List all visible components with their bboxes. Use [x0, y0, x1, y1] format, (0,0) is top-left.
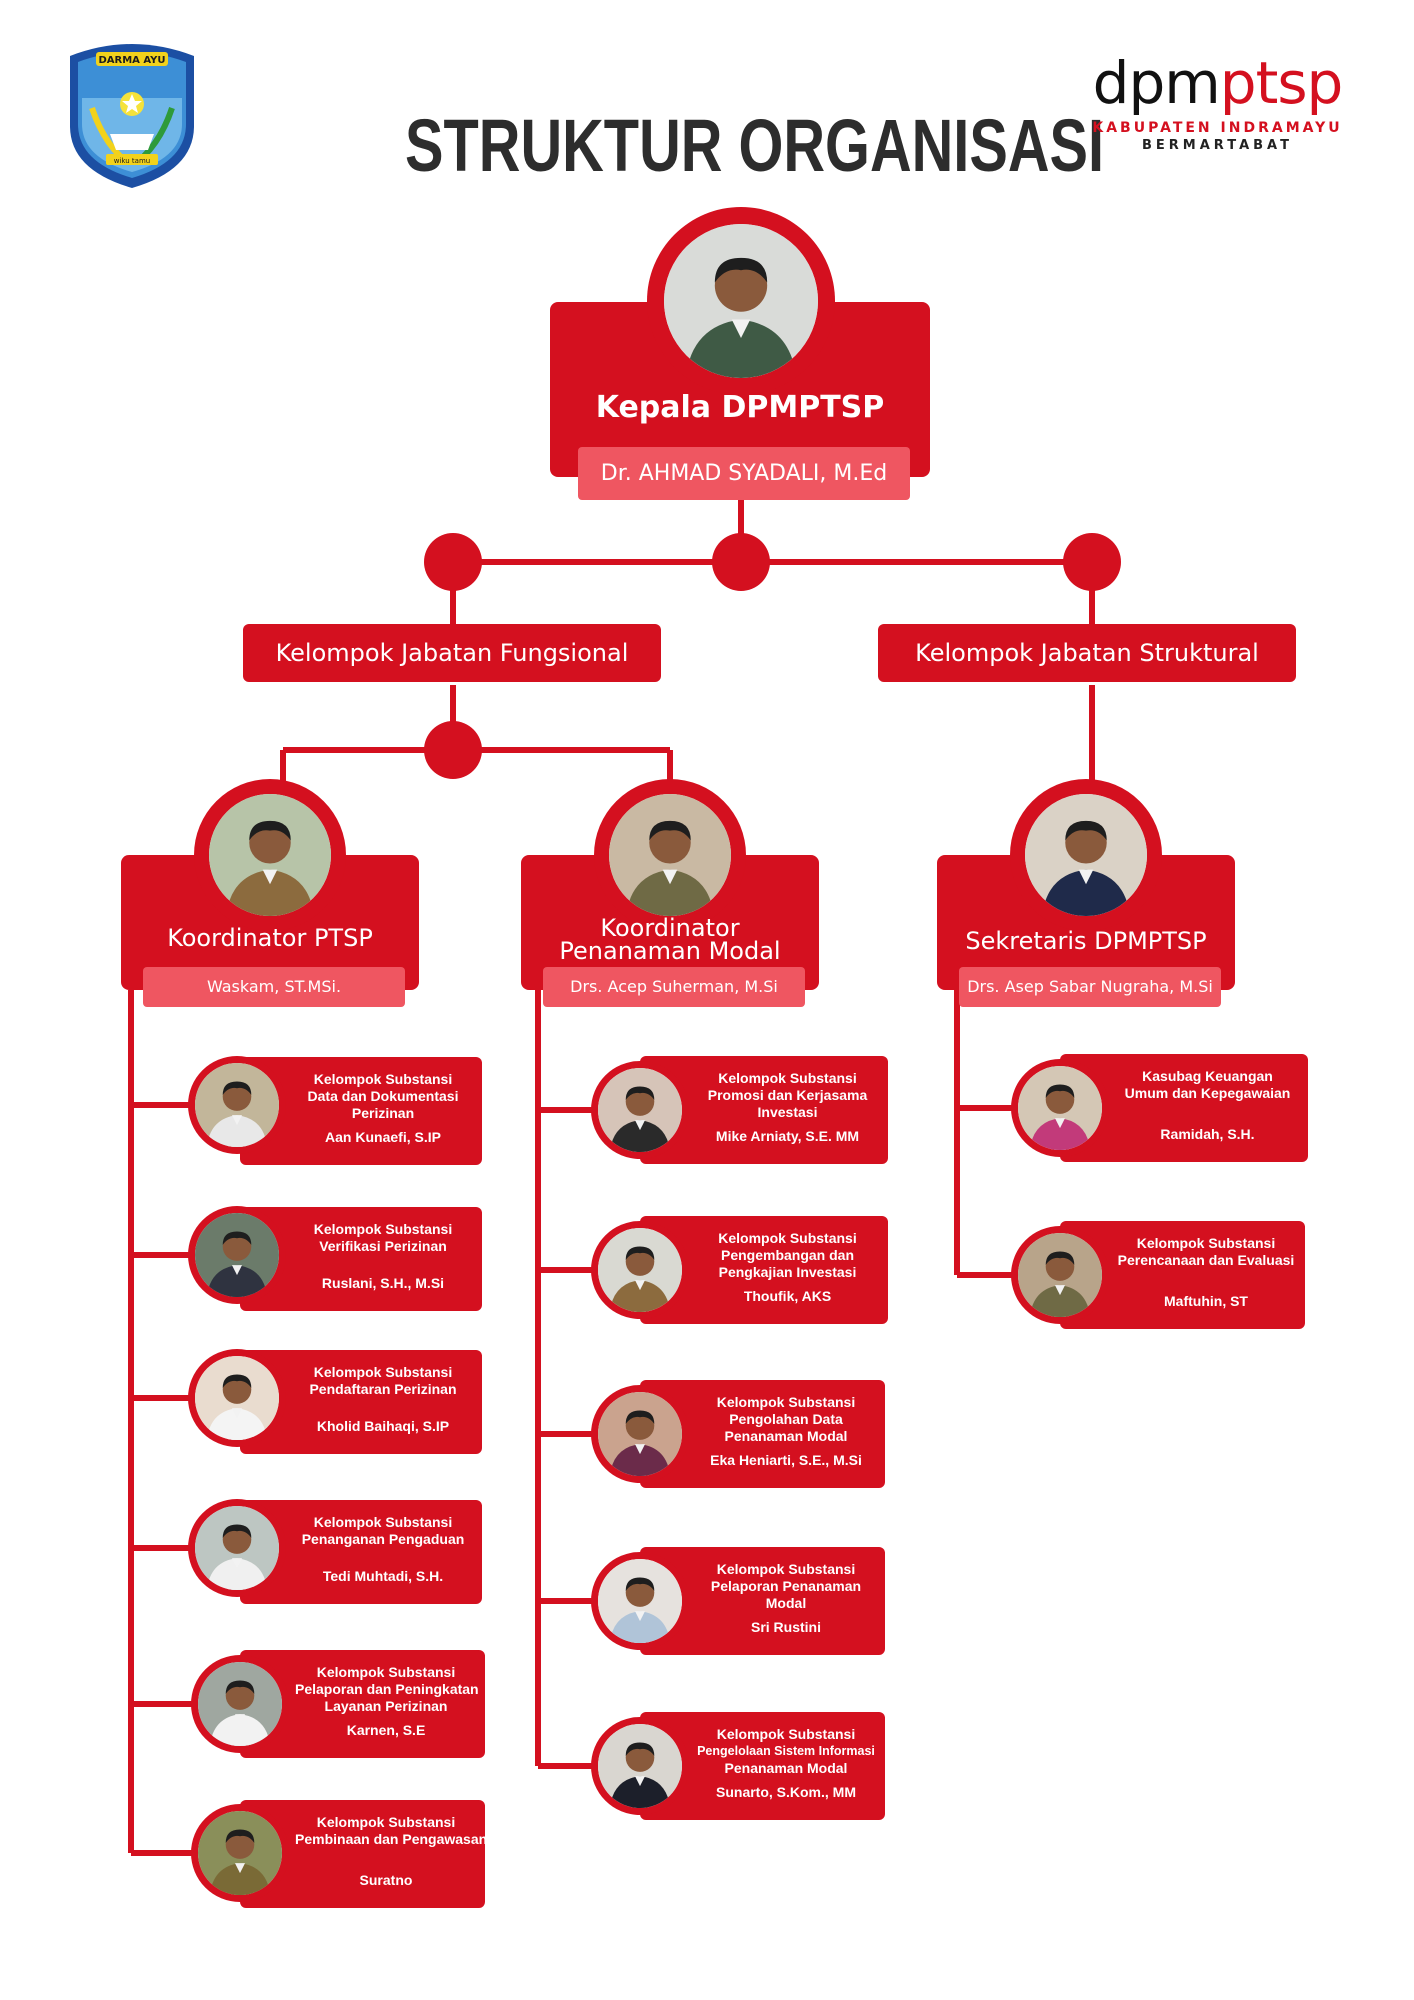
group-struktural: Kelompok Jabatan Struktural — [878, 624, 1296, 682]
coordinator-sekretaris-photo — [1025, 794, 1147, 916]
page-title: STRUKTUR ORGANISASI — [405, 104, 1105, 187]
sub-unit-title-line: Investasi — [757, 1104, 818, 1120]
sub-unit-title-line: Kelompok Substansi — [316, 1664, 456, 1680]
sub-unit-title-line: Kelompok Substansi — [718, 1230, 857, 1246]
sub-unit-title-line: Kelompok Substansi — [313, 1364, 453, 1380]
sub-unit-title-line: Pengembangan dan — [720, 1247, 855, 1263]
sub-unit-photo — [198, 1662, 282, 1746]
sub-unit-photo — [1018, 1233, 1102, 1317]
coordinator-ptsp-photo — [209, 794, 331, 916]
svg-text:DARMA AYU: DARMA AYU — [98, 55, 165, 66]
group-fungsional: Kelompok Jabatan Fungsional — [243, 624, 661, 682]
sub-unit-title-line: Penanaman Modal — [724, 1428, 848, 1444]
brand-suffix: ptsp — [1219, 49, 1344, 117]
sub-unit-person-name: Tedi Muhtadi, S.H. — [322, 1568, 444, 1584]
sub-unit-person-name: Maftuhin, ST — [1164, 1293, 1248, 1309]
sub-unit-person-name: Thoufik, AKS — [743, 1288, 832, 1304]
dpmptsp-brand-logo: dpmptsp KABUPATEN INDRAMAYU BERMARTABAT — [1085, 52, 1350, 153]
coordinator-sekretaris-role: Sekretaris DPMPTSP — [965, 927, 1207, 955]
head-photo — [664, 224, 818, 378]
sub-unit-photo — [598, 1392, 682, 1476]
head-name: Dr. AHMAD SYADALI, M.Ed — [578, 447, 910, 500]
sub-unit-photo — [598, 1724, 682, 1808]
sub-unit-title-line: Kelompok Substansi — [1136, 1235, 1276, 1251]
sub-unit-title-line: Kasubag Keuangan — [1142, 1068, 1273, 1084]
coordinator-ptsp-name: Waskam, ST.MSi. — [143, 967, 405, 1007]
sub-unit-title-line: Kelompok Substansi — [316, 1814, 456, 1830]
brand-prefix: dpm — [1092, 49, 1221, 117]
sub-unit-title-line: Pembinaan dan Pengawasan — [295, 1831, 488, 1847]
sub-unit-title-line: Perencanaan dan Evaluasi — [1117, 1252, 1295, 1268]
brand-tagline: BERMARTABAT — [1142, 138, 1293, 153]
head-role: Kepala DPMPTSP — [595, 390, 885, 425]
brand-region: KABUPATEN INDRAMAYU — [1092, 120, 1343, 136]
sub-unit-title-line: Modal — [765, 1595, 807, 1611]
sub-unit-person-name: Sri Rustini — [750, 1619, 821, 1635]
sub-unit-title-line: Pendaftaran Perizinan — [309, 1381, 457, 1397]
sub-unit-title-line: Pengelolaan Sistem Informasi — [697, 1744, 875, 1758]
sub-unit-person-name: Kholid Baihaqi, S.IP — [316, 1418, 450, 1434]
sub-unit-title-line: Pelaporan Penanaman — [710, 1578, 862, 1594]
sub-unit-title-line: Kelompok Substansi — [313, 1221, 453, 1237]
sub-unit-title-line: Pengkajian Investasi — [718, 1264, 857, 1280]
sub-unit-title-line: Penanganan Pengaduan — [301, 1531, 465, 1547]
sub-unit-title-line: Pelaporan dan Peningkatan — [295, 1681, 479, 1697]
svg-text:wiku tamu: wiku tamu — [114, 157, 150, 165]
sub-unit-person-name: Ruslani, S.H., M.Si — [321, 1275, 445, 1291]
sub-unit-title-line: Kelompok Substansi — [313, 1071, 453, 1087]
sub-unit-title-line: Kelompok Substansi — [716, 1394, 856, 1410]
sub-unit-title-line: Kelompok Substansi — [716, 1561, 856, 1577]
sub-unit-title-line: Layanan Perizinan — [324, 1698, 448, 1714]
sub-unit-photo — [195, 1063, 279, 1147]
sub-unit-photo — [198, 1811, 282, 1895]
coordinator-pm-role-line1: Koordinator — [600, 914, 740, 942]
coordinator-pm-name: Drs. Acep Suherman, M.Si — [543, 967, 805, 1007]
sub-unit-title-line: Pengolahan Data — [729, 1411, 843, 1427]
sub-unit-photo — [598, 1228, 682, 1312]
sub-unit-photo — [195, 1213, 279, 1297]
sub-unit-person-name: Eka Heniarti, S.E., M.Si — [710, 1452, 862, 1468]
sub-unit-title-line: Promosi dan Kerjasama — [707, 1087, 868, 1103]
sub-unit-title-line: Kelompok Substansi — [313, 1514, 453, 1530]
sub-unit-title-line: Verifikasi Perizinan — [319, 1238, 447, 1254]
coordinator-ptsp-role: Koordinator PTSP — [167, 924, 373, 952]
sub-unit-title-line: Umum dan Kepegawaian — [1124, 1085, 1291, 1101]
sub-unit-title-line: Kelompok Substansi — [718, 1070, 857, 1086]
coordinator-pm-photo — [609, 794, 731, 916]
sub-unit-photo — [195, 1356, 279, 1440]
sub-unit-person-name: Mike Arniaty, S.E. MM — [715, 1128, 860, 1144]
sub-unit-title-line: Penanaman Modal — [724, 1760, 848, 1776]
sub-unit-person-name: Aan Kunaefi, S.IP — [325, 1129, 441, 1145]
sub-unit-person-name: Suratno — [359, 1872, 413, 1888]
sub-unit-photo — [195, 1506, 279, 1590]
sub-unit-title-line: Perizinan — [351, 1105, 415, 1121]
sub-unit-photo — [598, 1559, 682, 1643]
sub-unit-person-name: Karnen, S.E — [346, 1722, 426, 1738]
coordinator-pm-role-line2: Penanaman Modal — [559, 937, 781, 965]
sub-unit-photo — [598, 1068, 682, 1152]
sub-unit-person-name: Sunarto, S.Kom., MM — [716, 1784, 856, 1800]
sub-unit-photo — [1018, 1066, 1102, 1150]
sub-unit-title-line: Kelompok Substansi — [716, 1726, 856, 1742]
sub-unit-person-name: Ramidah, S.H. — [1160, 1126, 1255, 1142]
regency-logo: DARMA AYU wiku tamu — [62, 38, 202, 190]
sub-unit-title-line: Data dan Dokumentasi — [307, 1088, 459, 1104]
coordinator-sekretaris-name: Drs. Asep Sabar Nugraha, M.Si — [959, 967, 1221, 1007]
